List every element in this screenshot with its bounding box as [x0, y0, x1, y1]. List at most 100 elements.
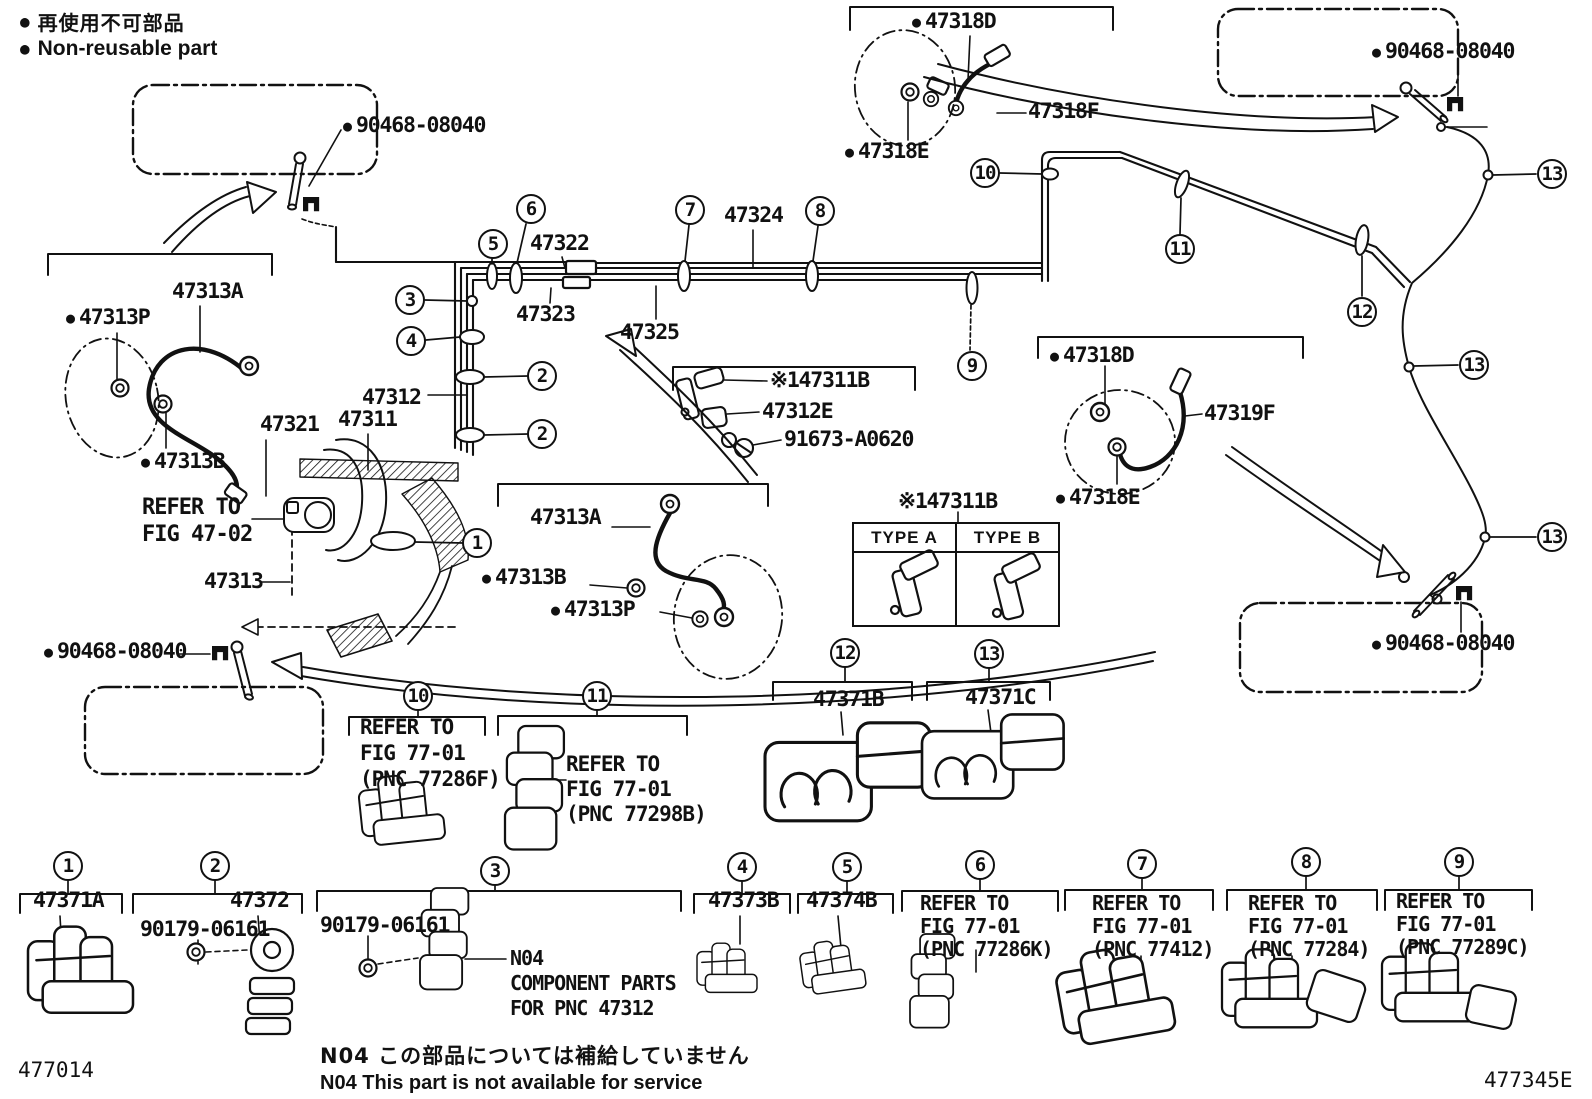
type-a-header: TYPE A [871, 527, 938, 547]
refer-line: (PNC 77289C) [1396, 935, 1529, 959]
part-number-text: 47318F [1028, 99, 1100, 124]
part-number-text: 47313P [79, 305, 151, 330]
type-table-header: TYPE A TYPE B [854, 524, 1058, 553]
refer-line: FIG 77-01 [1092, 914, 1192, 938]
type-b-cell [955, 553, 1058, 626]
bolt-90468-top-right [1399, 81, 1465, 132]
non-reusable-bullet-icon: ● [141, 452, 151, 471]
callout-13: 13 [1537, 159, 1567, 189]
part-number-text: 47372 [230, 888, 290, 913]
callout-4: 4 [727, 852, 757, 882]
refer-line: FIG 47-02 [142, 522, 253, 547]
pipe-connector [561, 259, 598, 290]
type-b-header: TYPE B [955, 524, 1058, 551]
part-label-47313A: 47313A [530, 505, 602, 530]
actuator-area [283, 438, 469, 658]
part-label-47371C: 47371C [965, 686, 1037, 710]
callout-4: 4 [396, 326, 426, 356]
hose-47319f [1116, 389, 1186, 472]
part-number-text: 47318D [925, 9, 997, 34]
part-number-text: 47318E [1069, 485, 1141, 510]
part-number-text: 47313A [172, 279, 244, 304]
callout-10: 10 [970, 158, 1000, 188]
legend: ● 再使用不可部品 ● Non-reusable part [20, 8, 217, 62]
legend-text-jp: 再使用不可部品 [37, 11, 185, 35]
part-label-9046808040: ●90468-08040 [343, 114, 486, 138]
part-number-text: 47371B [813, 687, 885, 712]
callout-12: 12 [830, 638, 860, 668]
callout-connectors [67, 172, 1537, 894]
refer-line: (PNC 77284) [1248, 937, 1370, 961]
non-reusable-bullet-icon: ● [845, 142, 855, 161]
part-label-9017906161: 90179-06161 [320, 914, 450, 938]
non-reusable-bullet-icon: ● [44, 642, 54, 661]
non-reusable-bullet-icon: ● [1372, 42, 1382, 61]
callout-13: 13 [974, 639, 1004, 669]
part-number-text: 47318D [1063, 343, 1135, 368]
callout-1: 1 [462, 528, 492, 558]
clamp-markers [370, 167, 1494, 605]
callout-2: 2 [527, 419, 557, 449]
part-label-91673A0620: 91673-A0620 [784, 428, 914, 452]
hose-fittings [223, 43, 1192, 505]
refer-line: (PNC 77298B) [566, 802, 707, 826]
legend-row-en: ● Non-reusable part [20, 35, 217, 62]
callout-6: 6 [516, 194, 546, 224]
part-label-147311B: ※147311B [770, 369, 870, 393]
label-leaders [59, 35, 1488, 987]
callout-13: 13 [1459, 350, 1489, 380]
part-number-text: 47313B [154, 449, 226, 474]
figure-code-right: 477345E [1484, 1068, 1573, 1092]
part-label-47313: 47313 [204, 570, 264, 594]
part-number-text: 47322 [530, 231, 590, 256]
part-number-text: 47371A [33, 888, 105, 913]
non-reusable-bullet-icon: ● [551, 600, 561, 619]
part-label-47322: 47322 [530, 231, 590, 256]
callout-3: 3 [395, 285, 425, 315]
callout-9: 9 [1444, 847, 1474, 877]
part-label-47318F: 47318F [1028, 99, 1100, 124]
hose-47313a-mid [653, 510, 727, 615]
callout-6: 6 [965, 850, 995, 880]
part-label-47374B: 47374B [806, 889, 878, 913]
part-label-147311B: ※147311B [898, 490, 998, 514]
part-label-47318E: ●47318E [1056, 485, 1141, 510]
callout-11: 11 [1165, 234, 1195, 264]
part-label-47313B: ●47313B [482, 566, 567, 590]
part-label-47373B: 47373B [708, 889, 780, 913]
part-label-47372: 47372 [230, 888, 290, 913]
callout-2: 2 [527, 361, 557, 391]
legend-row-jp: ● 再使用不可部品 [20, 8, 217, 35]
part-label-9017906161: 90179-06161 [140, 918, 270, 942]
part-label-9046808040: ●90468-08040 [1372, 40, 1515, 64]
part-number-text: 47324 [724, 203, 784, 228]
part-label-47312E: 47312E [762, 400, 834, 424]
part-label-47318D: ●47318D [1050, 343, 1135, 368]
part-label-47313B: ●47313B [141, 449, 226, 474]
refer-line: FOR PNC 47312 [510, 996, 655, 1020]
hose-47313a-left [146, 346, 250, 495]
callout-3: 3 [480, 856, 510, 886]
callout-8: 8 [805, 196, 835, 226]
part-number-text: 47313A [530, 505, 602, 530]
direction-arrows [163, 63, 1406, 707]
part-label-9046808040: ●90468-08040 [1372, 632, 1515, 656]
group-brackets [19, 6, 1533, 914]
part-label-47321: 47321 [260, 413, 320, 437]
part-label-47313P: ●47313P [551, 598, 636, 622]
part-label-47319F: 47319F [1204, 402, 1276, 426]
callout-5: 5 [832, 852, 862, 882]
part-label-47312: 47312 [362, 386, 422, 410]
refer-line: FIG 77-01 [1248, 914, 1348, 938]
refer-line: REFER TO [142, 495, 241, 520]
service-note-jp: N04 この部品については補給していません [320, 1044, 750, 1068]
refer-line: REFER TO [1092, 891, 1181, 915]
refer-line: REFER TO [566, 752, 660, 776]
